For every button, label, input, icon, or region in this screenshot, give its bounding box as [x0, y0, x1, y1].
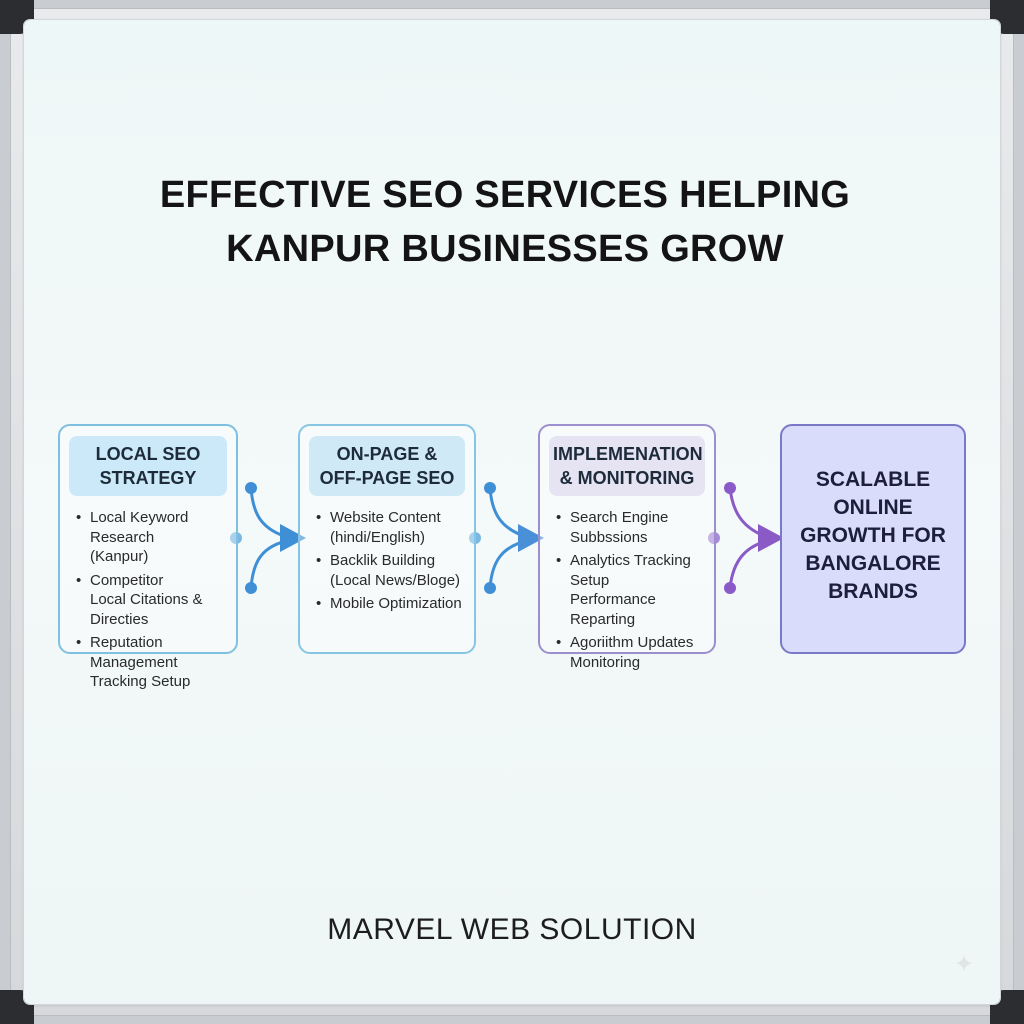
stage-item-list: Search Engine Subbssions Analytics Track… [540, 508, 714, 672]
stage-card-implementation-monitoring: IMPLEMENATION & MONITORING Search Engine… [538, 424, 716, 671]
sparkle-icon: ✦ [954, 951, 975, 978]
list-item: Agoriithm Updates Monitoring [556, 633, 714, 672]
outcome-text: SCALABLE ONLINE GROWTH FOR BANGALORE BRA… [782, 466, 964, 606]
stage-card-local-seo-strategy: LOCAL SEO STRATEGY Local Keyword Researc… [58, 424, 238, 690]
stage-heading-line: IMPLEMENATION [553, 444, 703, 464]
stage-heading-line: STRATEGY [99, 468, 197, 488]
title-line-2: KANPUR BUSINESSES GROW [226, 228, 784, 270]
stage-heading: IMPLEMENATION & MONITORING [549, 436, 705, 496]
stage-heading: LOCAL SEO STRATEGY [69, 436, 227, 496]
list-item: Mobile Optimization [316, 594, 474, 614]
list-item: Analytics Tracking Setup Performance Rep… [556, 551, 714, 629]
outcome-line: BANGALORE [805, 552, 941, 575]
stage-item-list: Local Keyword Research (Kanpur) Competit… [60, 508, 236, 692]
outcome-card: SCALABLE ONLINE GROWTH FOR BANGALORE BRA… [780, 424, 966, 654]
stage-heading-line: OFF-PAGE SEO [319, 468, 455, 488]
list-item: Reputation Management Tracking Setup [76, 633, 236, 692]
list-item: Backlik Building (Local News/Bloge) [316, 551, 474, 590]
stage-item-list: Website Content (hindi/English) Backlik … [300, 508, 474, 614]
outcome-line: GROWTH FOR [800, 524, 946, 547]
stage-heading-line: ON-PAGE & [336, 444, 438, 464]
list-item: Website Content (hindi/English) [316, 508, 474, 547]
outcome-line: BRANDS [828, 580, 918, 603]
list-item: Local Keyword Research (Kanpur) [76, 508, 236, 567]
list-item: Search Engine Subbssions [556, 508, 714, 547]
stage-card-on-page-off-page-seo: ON-PAGE & OFF-PAGE SEO Website Content (… [298, 424, 476, 654]
stage-heading-line: & MONITORING [559, 468, 695, 488]
outcome-line: SCALABLE [815, 468, 931, 491]
page-title: EFFECTIVE SEO SERVICES HELPING KANPUR BU… [0, 168, 1010, 276]
brand-footer: MARVEL WEB SOLUTION [327, 913, 697, 946]
outcome-line: ONLINE [833, 496, 913, 519]
stage-heading-line: LOCAL SEO [95, 444, 201, 464]
title-line-1: EFFECTIVE SEO SERVICES HELPING [159, 174, 851, 216]
list-item: Competitor Local Citations & Directies [76, 571, 236, 630]
stage-heading: ON-PAGE & OFF-PAGE SEO [309, 436, 465, 496]
